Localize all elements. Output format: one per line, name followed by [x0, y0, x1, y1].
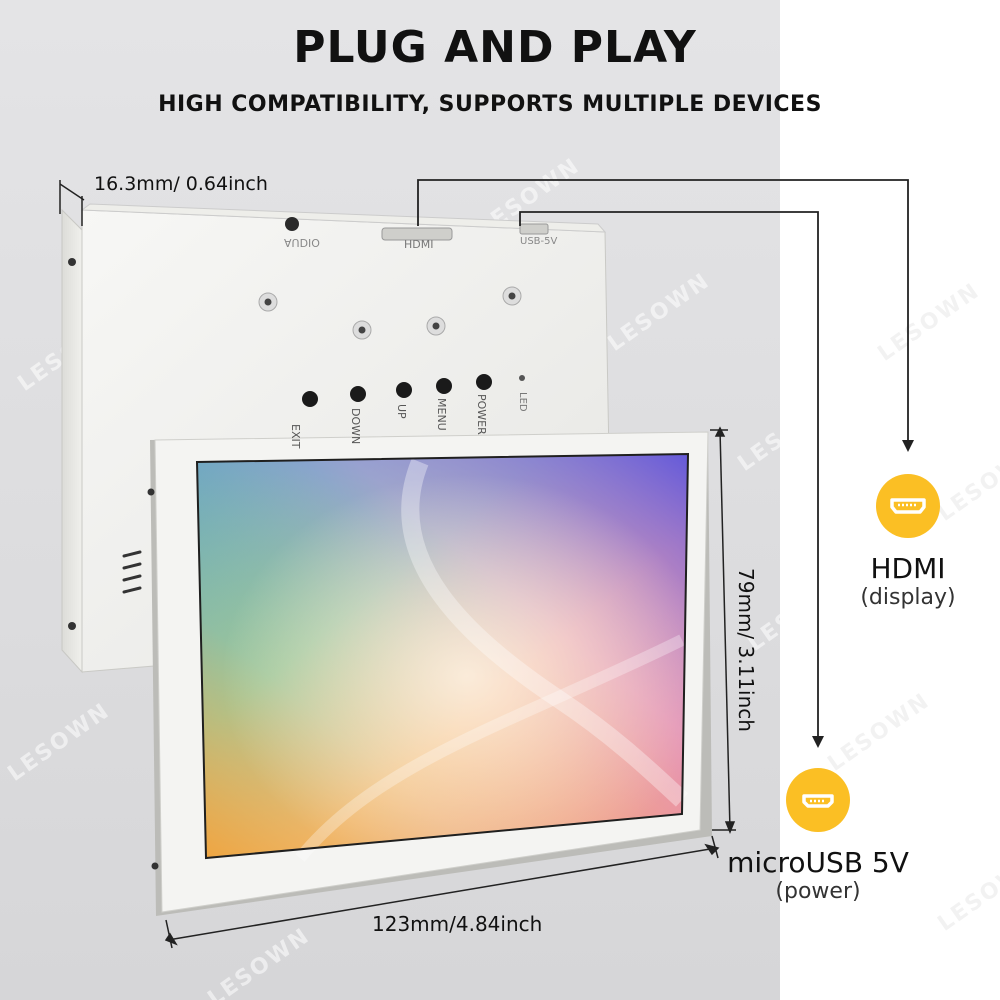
hdmi-port-sub: (display): [860, 585, 956, 610]
port-label-hdmi: HDMI: [404, 238, 434, 251]
button-label-power: POWER: [475, 394, 488, 435]
button-label-exit: EXIT: [289, 424, 302, 449]
port-label-audio: AUDIO: [284, 236, 320, 249]
width-label: 123mm/4.84inch: [372, 912, 543, 936]
button-label-up: UP: [395, 404, 408, 419]
usb-socket: [519, 223, 549, 235]
display-screen: [195, 452, 690, 862]
audio-jack: [285, 217, 299, 231]
micro-usb-port-icon: [786, 768, 850, 832]
hdmi-port-icon: [876, 474, 940, 538]
micro-usb-port-label: microUSB 5V (power): [718, 846, 918, 904]
led-label: LED: [517, 392, 528, 412]
port-label-usb: USB-5V: [520, 236, 558, 247]
hdmi-socket: [381, 227, 453, 241]
button-label-down: DOWN: [349, 408, 362, 445]
button-label-menu: MENU: [435, 398, 448, 431]
micro-usb-port-name: microUSB 5V: [727, 846, 909, 879]
page-subtitle: HIGH COMPATIBILITY, SUPPORTS MULTIPLE DE…: [158, 92, 822, 117]
hdmi-port-label: HDMI (display): [848, 552, 968, 610]
micro-usb-port-sub: (power): [775, 879, 861, 904]
control-buttons: [302, 374, 525, 407]
hdmi-port-name: HDMI: [870, 552, 946, 585]
page-title: PLUG AND PLAY: [293, 22, 697, 73]
thickness-label: 16.3mm/ 0.64inch: [94, 173, 268, 195]
